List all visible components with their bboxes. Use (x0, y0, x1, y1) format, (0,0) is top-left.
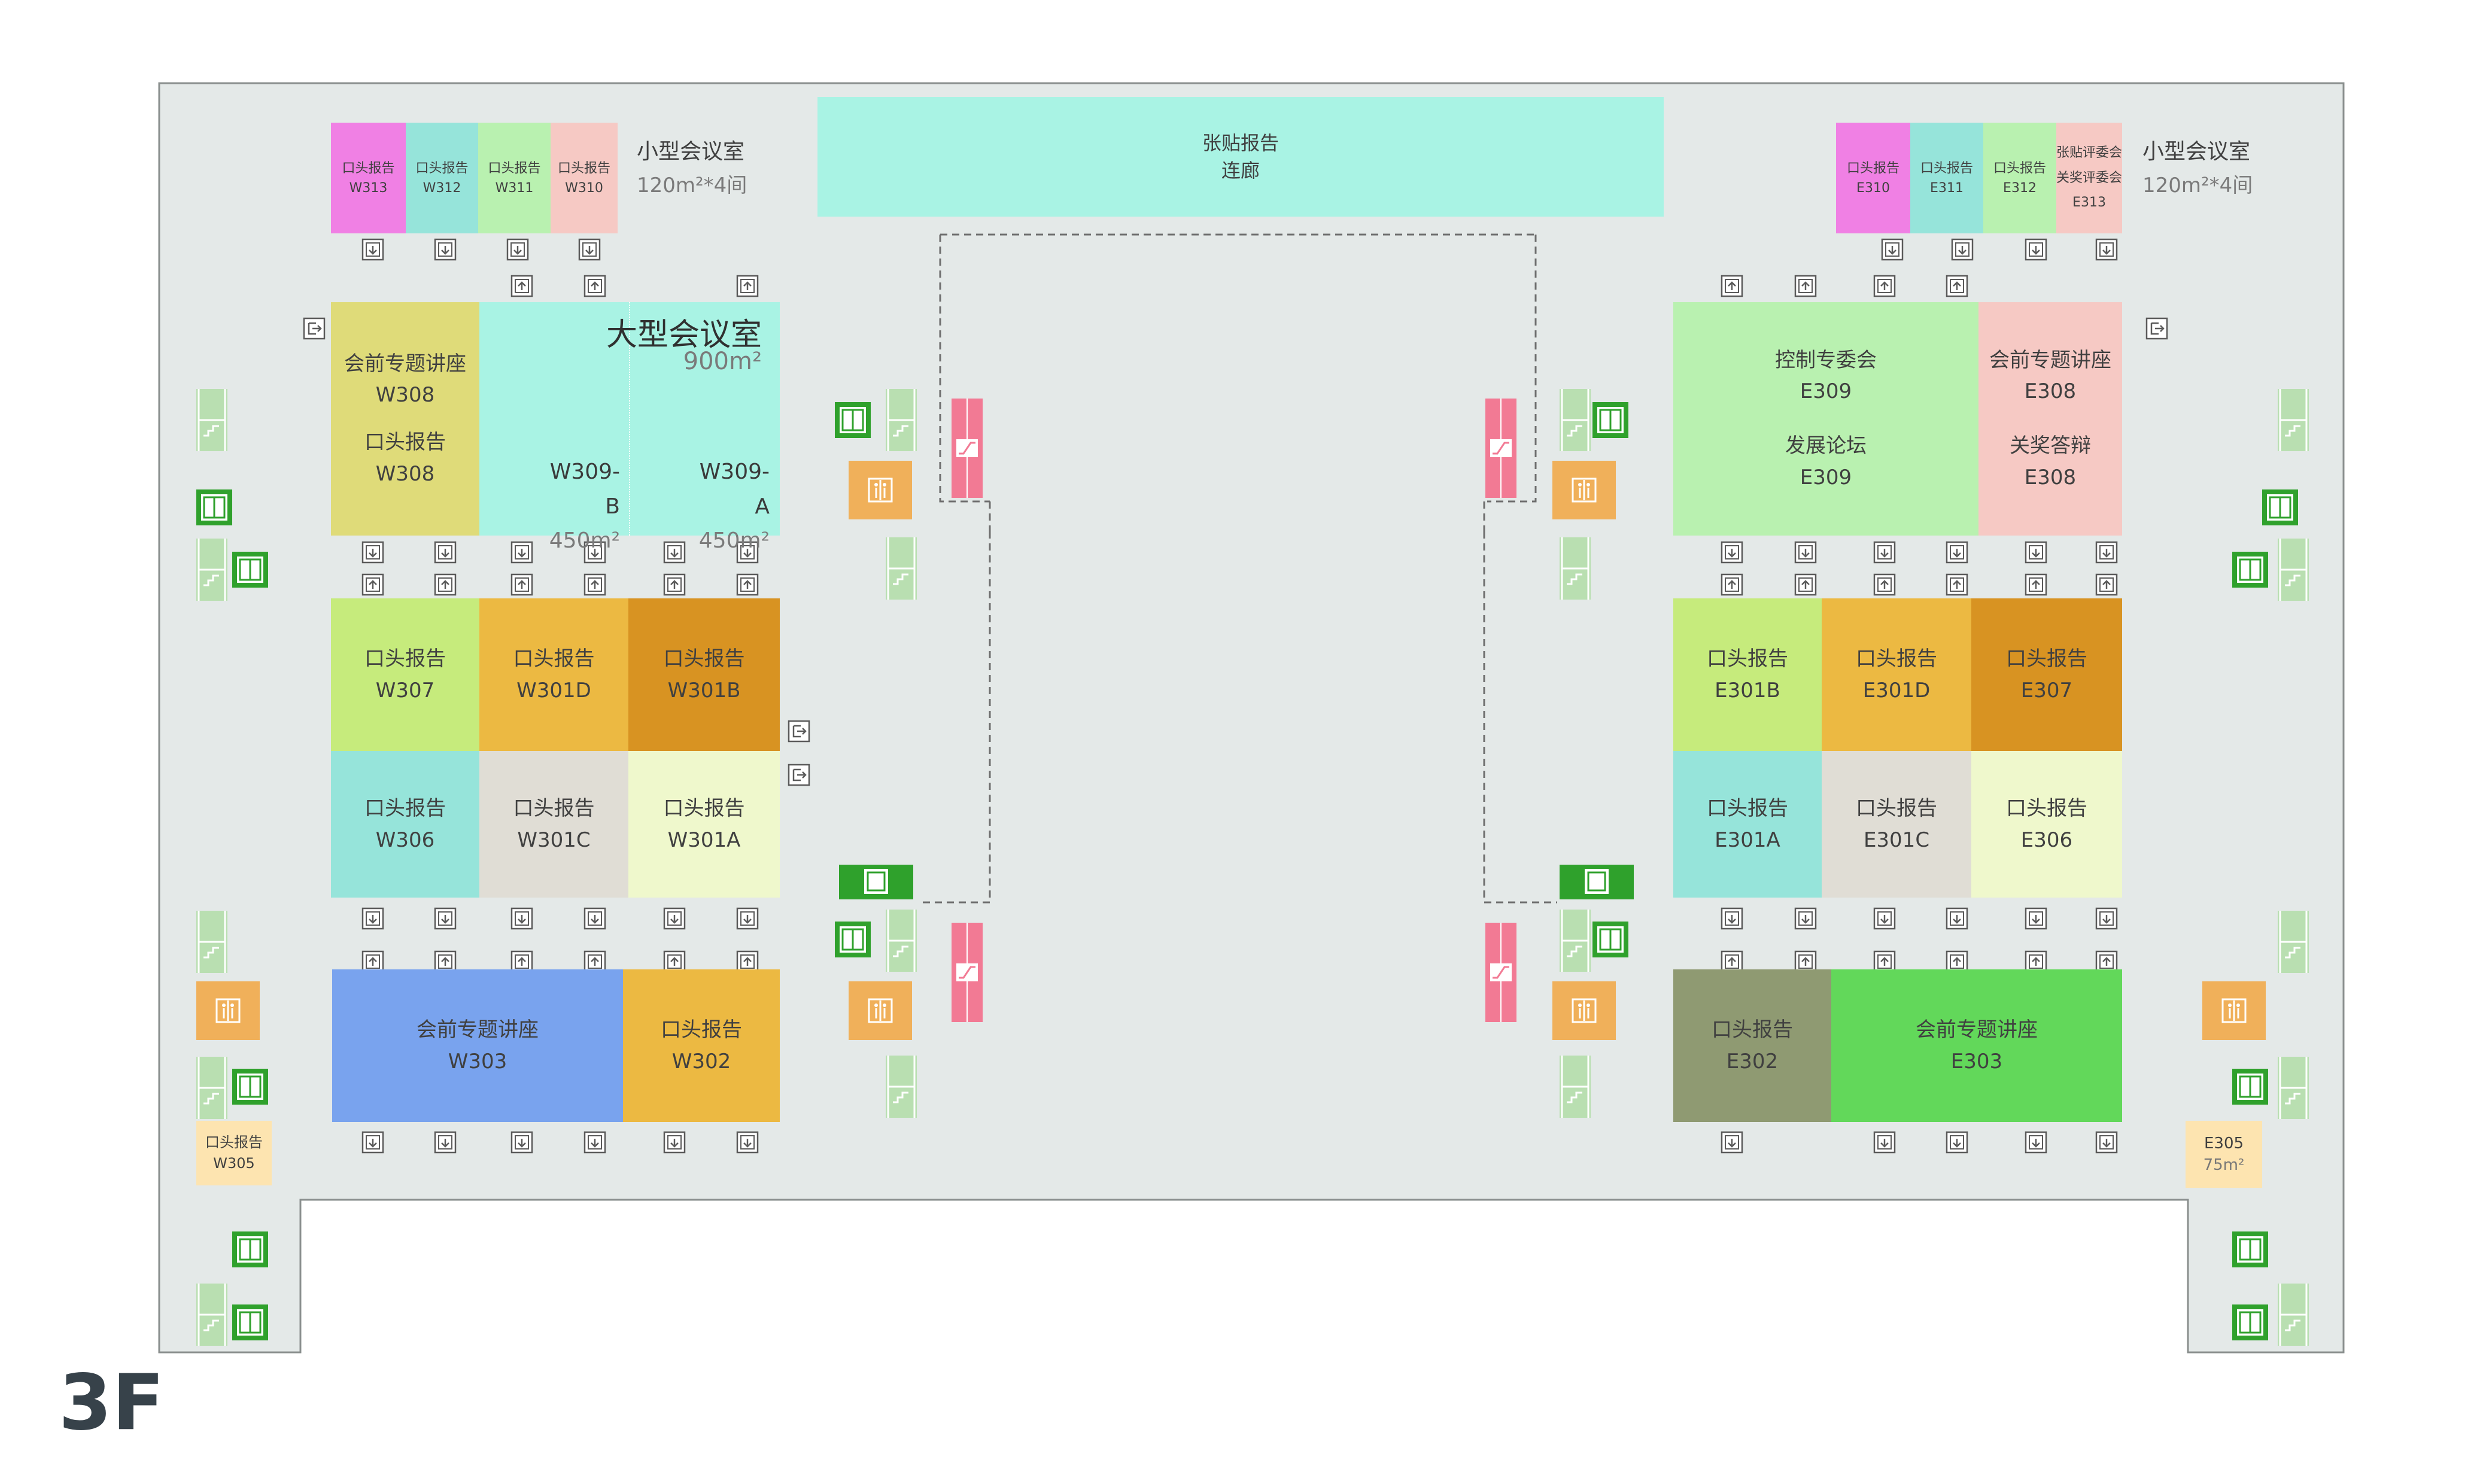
east-small-rooms-name: 小型会议室 (2142, 139, 2251, 164)
poster-gallery-name: 张贴报告 (1202, 131, 1279, 154)
hall-w309a: W309-A 450m² (698, 460, 770, 554)
west-small-rooms-name: 小型会议室 (637, 139, 745, 164)
poster-gallery-sub: 连廊 (1221, 159, 1260, 182)
west-small-rooms-area: 120m²*4间 (637, 173, 747, 197)
hall-w309b: W309-B 450m² (549, 460, 620, 554)
large-hall-title: 大型会议室 (606, 317, 762, 353)
large-hall: 大型会议室 900m² W309-B 450m² W309-A 450m² (479, 302, 780, 553)
west-small-rooms-label: 小型会议室 120m²*4间 (637, 135, 747, 202)
east-small-rooms-area: 120m²*4间 (2142, 173, 2253, 197)
east-small-rooms-label: 小型会议室 120m²*4间 (2142, 135, 2253, 202)
floor-label: 3F (59, 1358, 165, 1447)
large-hall-area: 900m² (683, 348, 762, 375)
poster-gallery: 张贴报告 连廊 (817, 97, 1664, 217)
